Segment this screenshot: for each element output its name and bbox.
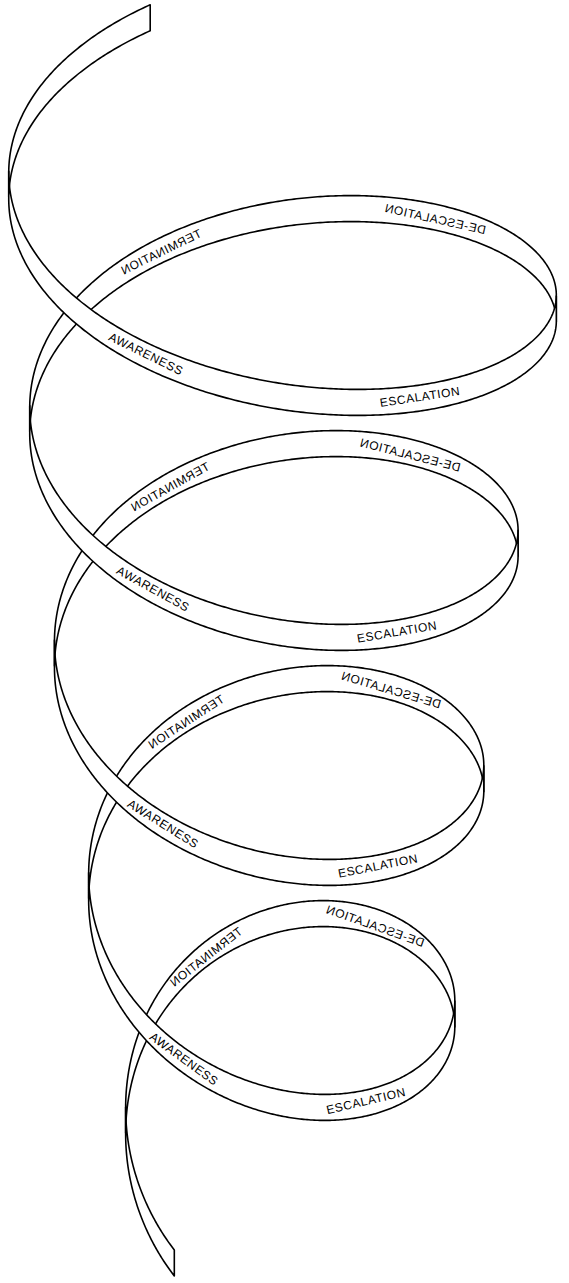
stage-label: DE-ESCALATION [383, 202, 487, 236]
stage-label: ESCALATION [337, 852, 419, 879]
ribbon-segment [54, 640, 483, 885]
stage-label: DE-ESCALATION [325, 903, 427, 949]
stage-label: ESCALATION [356, 619, 438, 644]
stage-label: TERMINATION [128, 460, 211, 513]
ribbon-segment [9, 171, 557, 415]
stage-label: TERMINATION [167, 925, 244, 989]
ribbon-segment [30, 406, 518, 651]
ribbon-segment [89, 873, 455, 1121]
stage-label: DE-ESCALATION [339, 670, 442, 711]
stage-label: TERMINATION [145, 693, 226, 751]
ribbon-segment [126, 1107, 175, 1276]
stage-label: AWARENESS [148, 1030, 221, 1087]
stage-label: DE-ESCALATION [359, 436, 462, 473]
stage-label: ESCALATION [379, 385, 461, 409]
stage-label: ESCALATION [325, 1085, 407, 1115]
stage-label: AWARENESS [114, 564, 191, 614]
stage-label: AWARENESS [107, 331, 185, 378]
ribbon-segment [9, 5, 150, 197]
stage-label: AWARENESS [126, 797, 201, 850]
stage-label: TERMINATION [119, 227, 204, 277]
